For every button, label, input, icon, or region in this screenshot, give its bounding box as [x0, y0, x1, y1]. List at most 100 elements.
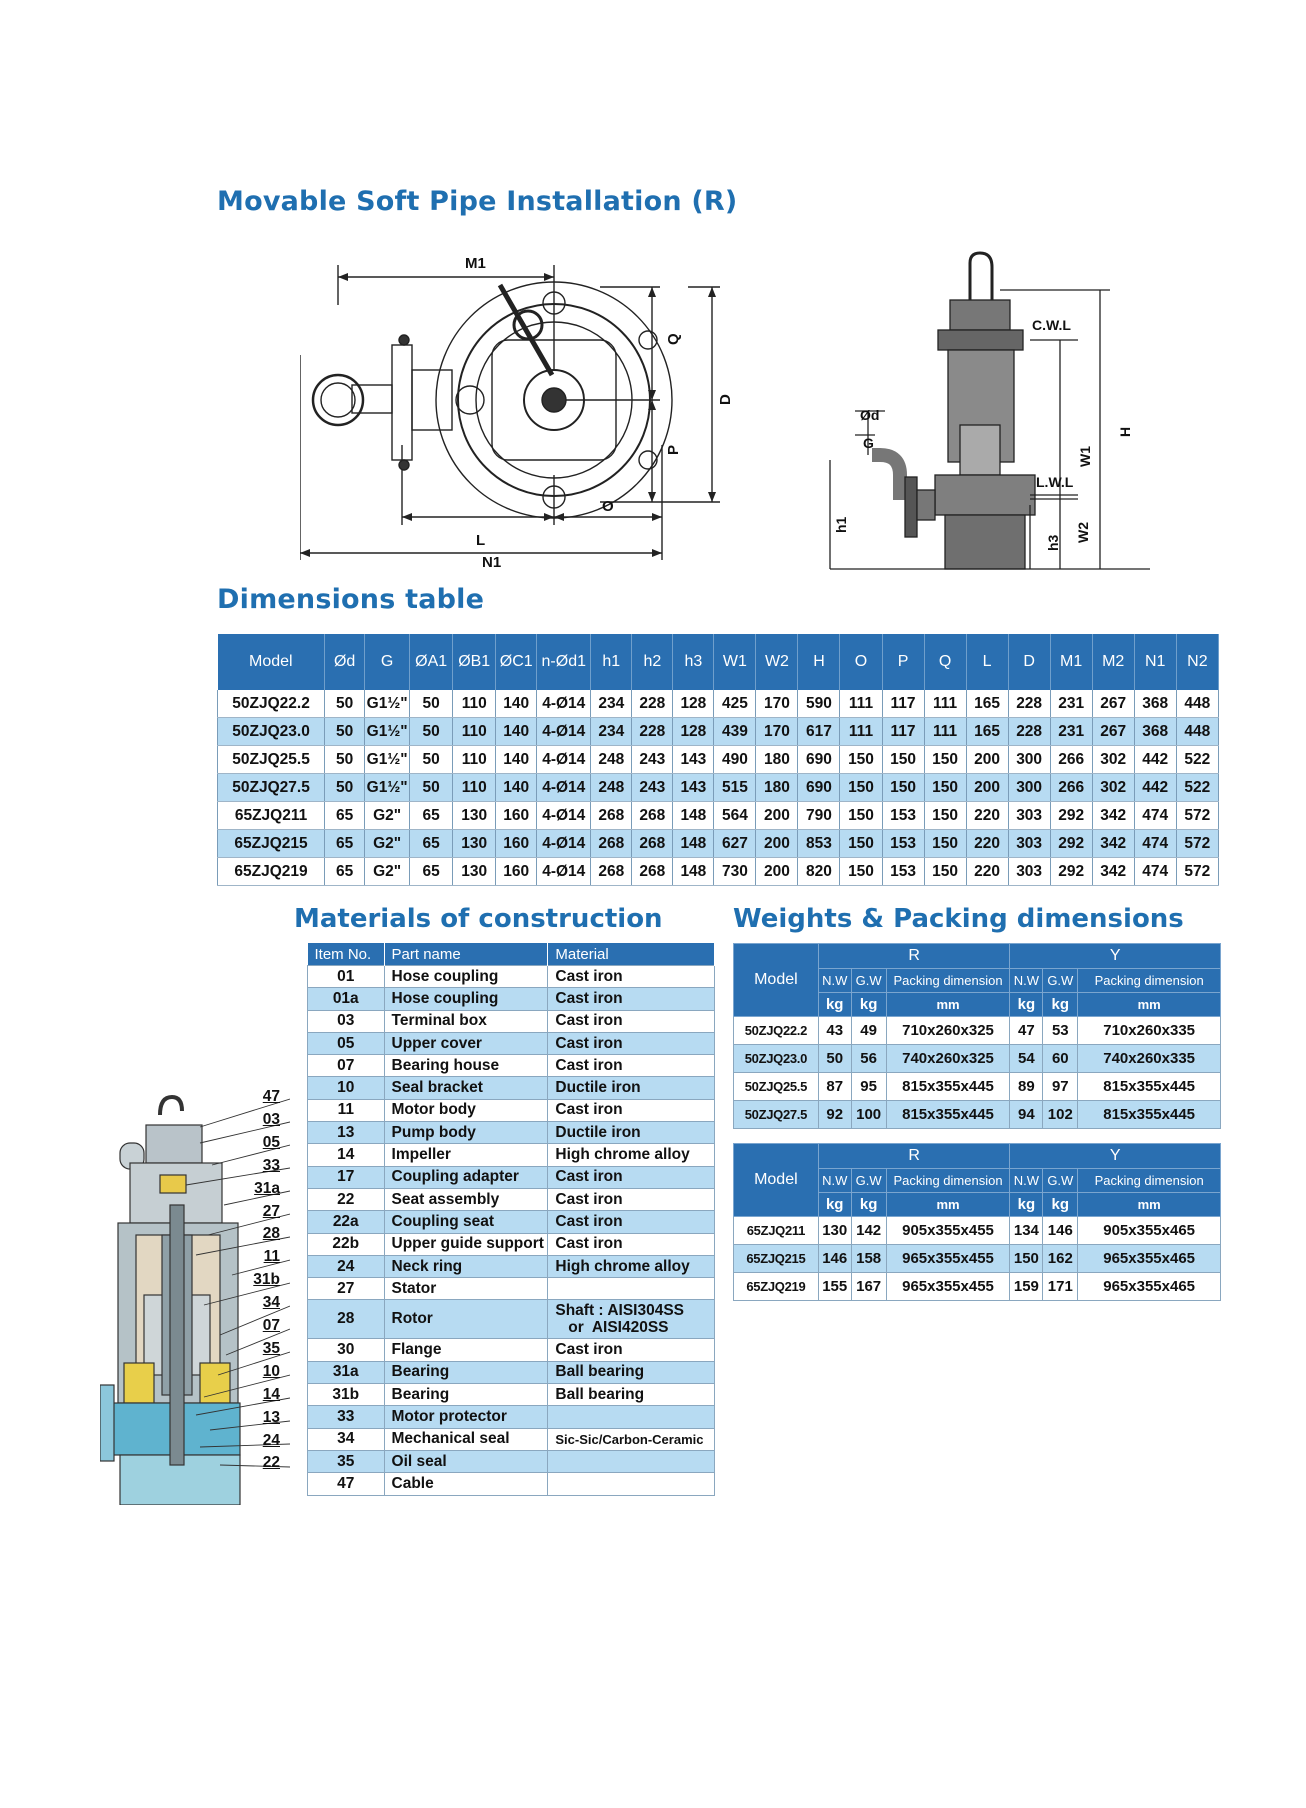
material-name: Cast iron — [547, 1031, 715, 1056]
weight-cell: 815x355x445 — [885, 1072, 1011, 1101]
dim-cell: 65 — [409, 801, 454, 830]
w2-unit-kg: kg — [1042, 1192, 1079, 1217]
dim-cell: G1½" — [364, 690, 411, 718]
weight-cell: 95 — [850, 1072, 887, 1101]
dim-cell: 302 — [1091, 773, 1135, 802]
dim-header-cell: ØB1 — [452, 634, 497, 690]
material-name: Cast iron — [547, 1187, 715, 1212]
label-w1: W1 — [1077, 446, 1093, 467]
weight-cell: 162 — [1042, 1244, 1079, 1273]
dim-cell: 572 — [1175, 801, 1220, 830]
dim-cell: 368 — [1133, 690, 1177, 718]
dim-header-cell: W2 — [755, 634, 799, 690]
dim-cell: 160 — [495, 857, 538, 886]
weight-cell: 65ZJQ219 — [733, 1272, 819, 1301]
dim-cell: 342 — [1091, 857, 1135, 886]
dim-cell: G2" — [364, 857, 411, 886]
dim-cell: 128 — [672, 690, 715, 718]
dim-cell: 268 — [631, 857, 674, 886]
callout-label: 31b — [253, 1271, 280, 1289]
dim-cell: 820 — [797, 857, 841, 886]
w2-head-gw-r: G.W — [850, 1168, 887, 1193]
dim-header-cell: H — [797, 634, 841, 690]
material-part-name: Upper cover — [383, 1031, 549, 1056]
w2-unit-mm: mm — [1077, 1192, 1221, 1217]
dim-cell: 231 — [1049, 690, 1093, 718]
dim-header-cell: M2 — [1092, 634, 1135, 690]
w2-head-pack-y: Packing dimension — [1077, 1168, 1221, 1193]
dim-cell: 268 — [631, 801, 674, 830]
dim-cell: 292 — [1049, 829, 1093, 858]
material-name — [547, 1449, 715, 1474]
dim-cell: 220 — [965, 801, 1009, 830]
dim-cell: 522 — [1175, 773, 1220, 802]
dim-cell: 65 — [324, 829, 366, 858]
callout-label: 33 — [262, 1156, 280, 1174]
material-name: Cast iron — [547, 1165, 715, 1189]
dim-header-cell: N2 — [1176, 634, 1220, 690]
material-part-name: Bearing house — [383, 1054, 549, 1078]
dim-cell: 474 — [1133, 829, 1177, 858]
material-part-name: Coupling seat — [383, 1210, 549, 1234]
callout-label: 28 — [262, 1225, 280, 1243]
dim-cell: G1½" — [364, 745, 411, 774]
dim-cell: 300 — [1007, 745, 1051, 774]
callout-label: 31a — [254, 1179, 280, 1197]
dim-cell: 572 — [1175, 857, 1220, 886]
dim-cell: 490 — [713, 745, 757, 774]
material-part-name: Motor protector — [383, 1405, 549, 1429]
dim-cell: 143 — [672, 745, 715, 774]
dim-cell: 150 — [923, 801, 967, 830]
weight-cell: 740x260x325 — [885, 1044, 1011, 1073]
label-w2: W2 — [1075, 522, 1091, 543]
dim-cell: 65 — [409, 857, 454, 886]
w1-unit-kg: kg — [1009, 992, 1044, 1017]
dim-cell: 303 — [1007, 857, 1051, 886]
dim-cell: 165 — [965, 717, 1009, 746]
label-o: O — [602, 498, 614, 515]
material-item-no: 10 — [307, 1076, 385, 1100]
material-name: High chrome alloy — [547, 1143, 715, 1167]
dim-cell: 267 — [1091, 717, 1135, 746]
dim-cell: 220 — [965, 857, 1009, 886]
dim-cell: 425 — [713, 690, 757, 718]
dim-header-cell: W1 — [713, 634, 757, 690]
material-name: Ball bearing — [547, 1360, 715, 1385]
dim-cell: 153 — [881, 857, 925, 886]
material-part-name: Mechanical seal — [383, 1427, 549, 1451]
dim-cell: 853 — [797, 829, 841, 858]
dim-cell: 128 — [672, 717, 715, 746]
dim-cell: 50 — [324, 745, 366, 774]
material-part-name: Motor body — [383, 1098, 549, 1123]
dim-cell: 50 — [324, 773, 366, 802]
material-part-name: Neck ring — [383, 1254, 549, 1279]
weight-cell: 49 — [850, 1016, 887, 1045]
dim-cell: 4-Ø14 — [536, 801, 592, 830]
dim-cell: 292 — [1049, 857, 1093, 886]
dim-header-cell: n-Ød1 — [536, 634, 592, 690]
dim-cell: 165 — [965, 690, 1009, 718]
weight-cell: 43 — [817, 1016, 852, 1045]
material-item-no: 03 — [307, 1009, 385, 1033]
dim-cell: 65 — [324, 801, 366, 830]
dim-cell: 617 — [797, 717, 841, 746]
dim-cell: 150 — [881, 745, 925, 774]
label-h: H — [1117, 427, 1133, 437]
material-part-name: Stator — [383, 1277, 549, 1301]
weight-cell: 146 — [1042, 1216, 1079, 1245]
dim-cell: 228 — [631, 717, 674, 746]
weight-cell: 171 — [1042, 1272, 1079, 1301]
w2-head-gw-y: G.W — [1042, 1168, 1079, 1193]
material-part-name: Upper guide support — [383, 1232, 549, 1256]
dim-cell: 150 — [881, 773, 925, 802]
dimensions-title: Dimensions table — [217, 584, 485, 615]
dim-cell: 148 — [672, 829, 715, 858]
mat-head-part: Part name — [384, 943, 549, 966]
